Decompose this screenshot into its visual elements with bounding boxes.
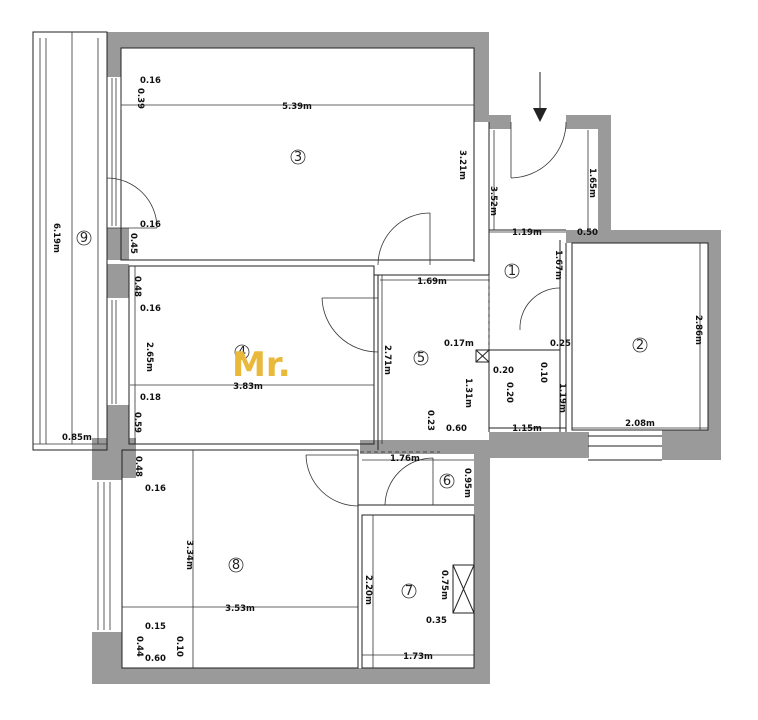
svg-text:8: 8 — [232, 558, 240, 573]
dim-r6-v: 0.95m — [462, 468, 472, 498]
wall-right-r3 — [474, 32, 489, 122]
svg-text:2: 2 — [636, 338, 644, 353]
dim-r8-width: 3.53m — [225, 604, 255, 614]
dim-r7-shaft-w: 0.35 — [426, 616, 447, 626]
dim-r7-height: 2.20m — [363, 575, 373, 605]
dim-hall-w: 1.69m — [417, 277, 447, 287]
wall-r2-right — [708, 230, 721, 460]
svg-text:6: 6 — [443, 474, 451, 489]
dim-r3-bot-b: 0.45 — [128, 233, 138, 254]
wall-entry-left-top — [489, 115, 511, 129]
dim-r5-b: 0.20 — [493, 366, 514, 376]
dim-r8-bot-b: 0.44 — [134, 636, 144, 657]
dim-r3-height: 3.21m — [457, 150, 467, 180]
dim-r1-w: 1.15m — [512, 424, 542, 434]
dim-r5-height: 2.71m — [382, 345, 392, 375]
room-6-label: 6 — [439, 473, 455, 489]
wall-r2-bottom — [662, 430, 721, 460]
room-7-label: 7 — [401, 583, 417, 599]
svg-text:7: 7 — [405, 584, 413, 599]
dim-r8-bot-c: 0.10 — [174, 636, 184, 657]
wall-r2-top — [566, 230, 720, 243]
room-4-label: 4 — [234, 344, 250, 360]
wall-r1-bottom — [489, 432, 589, 458]
dim-r4-bot-a: 0.18 — [140, 393, 161, 403]
dim-r5-bot-b: 0.60 — [446, 424, 467, 434]
watermark-logo: Mr. — [232, 345, 291, 385]
dim-r3-width: 5.39m — [282, 102, 312, 112]
room-2-label: 2 — [632, 337, 648, 353]
svg-text:9: 9 — [80, 231, 88, 246]
dim-r3-top-a: 0.16 — [140, 76, 161, 86]
dim-r4-height: 2.65m — [144, 342, 154, 372]
dim-r5-v: 1.31m — [463, 378, 473, 408]
svg-text:1: 1 — [508, 264, 516, 279]
inner-lines — [120, 47, 709, 669]
room-8-label: 8 — [228, 557, 244, 573]
wall-left-r4-upper — [107, 264, 129, 298]
dim-r3-bot-a: 0.16 — [140, 220, 161, 230]
wall-r1-bottom2 — [360, 440, 490, 454]
dim-r4-width: 3.83m — [233, 382, 263, 392]
dim-r8-bot-d: 0.60 — [145, 654, 166, 664]
dim-r8-top-b: 0.16 — [145, 484, 166, 494]
dim-r5-c: 0.20 — [504, 382, 514, 403]
doors — [106, 72, 567, 507]
dim-entry-right-v: 1.65m — [587, 168, 597, 198]
dim-r2-width: 2.08m — [625, 419, 655, 429]
dim-r4-top-a: 0.48 — [132, 276, 142, 297]
dim-r5-bot-a: 0.23 — [425, 410, 435, 431]
svg-text:3: 3 — [294, 150, 302, 165]
svg-text:5: 5 — [417, 351, 425, 366]
dim-r6-w: 1.76m — [390, 454, 420, 464]
wall-left-r3-lower — [107, 228, 129, 260]
dim-r8-top-a: 0.48 — [133, 456, 143, 477]
wall-r6-right — [474, 440, 490, 510]
dim-r4-bot-b: 0.59 — [132, 412, 142, 433]
dim-r1-a: 0.25 — [550, 339, 571, 349]
wall-left-r3-upper — [107, 32, 121, 77]
dim-entry-w2: 0.50 — [577, 228, 598, 238]
dim-r5-a: 0.17m — [444, 339, 474, 349]
dim-balcony-v: 6.19m — [51, 223, 61, 253]
dim-r8-height: 3.34m — [184, 540, 194, 570]
dim-r4-top-b: 0.16 — [140, 304, 161, 314]
dim-r1-v: 1.19m — [557, 383, 567, 413]
dim-balcony-w: 0.85m — [62, 433, 92, 443]
wall-top-r3 — [107, 32, 489, 48]
dim-r2-height: 2.86m — [693, 315, 703, 345]
wall-left-r8-upper — [92, 450, 122, 480]
dim-entry-v: 3.52m — [488, 186, 498, 216]
walls — [92, 32, 721, 684]
dim-r2-door-v: 1.67m — [553, 250, 563, 280]
room-5-label: 5 — [413, 350, 429, 366]
room-1-label: 1 — [504, 263, 520, 279]
dim-r7-shaft-v: 0.75m — [439, 570, 449, 600]
dimension-labels: 5.39m 3.21m 0.16 0.39 0.16 0.45 3.52m 1.… — [51, 76, 703, 664]
wall-left-r4-lower — [107, 405, 129, 445]
wall-bottom — [92, 668, 490, 684]
room-9-label: 9 — [76, 230, 92, 246]
wall-entry-right — [598, 115, 611, 232]
wall-entry-top — [566, 115, 611, 129]
dim-r8-bot-a: 0.15 — [145, 622, 166, 632]
dim-r1-b: 0.10 — [538, 362, 548, 383]
wall-right-r7 — [474, 505, 490, 684]
room-labels: 3 4 5 1 2 6 7 8 9 — [76, 149, 648, 599]
dim-r3-top-b: 0.39 — [135, 88, 145, 109]
dim-entry-w: 1.19m — [512, 228, 542, 238]
dimension-lines — [71, 32, 708, 668]
balcony — [32, 31, 117, 630]
room-3-label: 3 — [290, 149, 306, 165]
dim-r7-width: 1.73m — [403, 652, 433, 662]
svg-text:4: 4 — [238, 345, 246, 360]
